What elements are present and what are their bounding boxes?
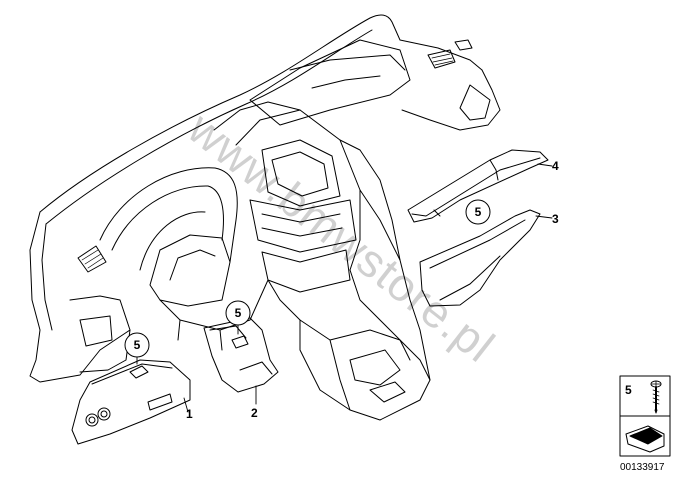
callout-leaders	[136, 163, 553, 413]
callout-number-2: 2	[251, 406, 258, 420]
circled-ref-left: 5	[124, 332, 150, 358]
circled-ref-left-label: 5	[134, 338, 141, 352]
bracket-arrow-icon	[625, 425, 665, 453]
leader-part-3	[535, 215, 553, 219]
part-1-box	[71, 359, 191, 445]
part-3-trim-panel	[419, 209, 541, 307]
leader-part-4	[537, 163, 553, 167]
callout-number-3: 3	[552, 212, 559, 226]
legend-item-number: 5	[625, 383, 632, 397]
circled-ref-right: 5	[465, 199, 491, 225]
callout-number-4: 4	[552, 159, 559, 173]
screw-icon	[650, 380, 662, 414]
circled-ref-right-label: 5	[475, 205, 482, 219]
circled-ref-middle-label: 5	[235, 306, 242, 320]
diagram-code: 00133917	[620, 462, 665, 473]
callout-number-1: 1	[186, 407, 193, 421]
legend-box: 5	[619, 375, 671, 457]
leader-part-1	[183, 397, 189, 413]
dashboard-illustration	[29, 14, 501, 421]
circled-ref-middle: 5	[225, 300, 251, 326]
watermark-text: www.bmwstore.pl	[178, 101, 505, 372]
part-2-cover	[203, 317, 279, 393]
